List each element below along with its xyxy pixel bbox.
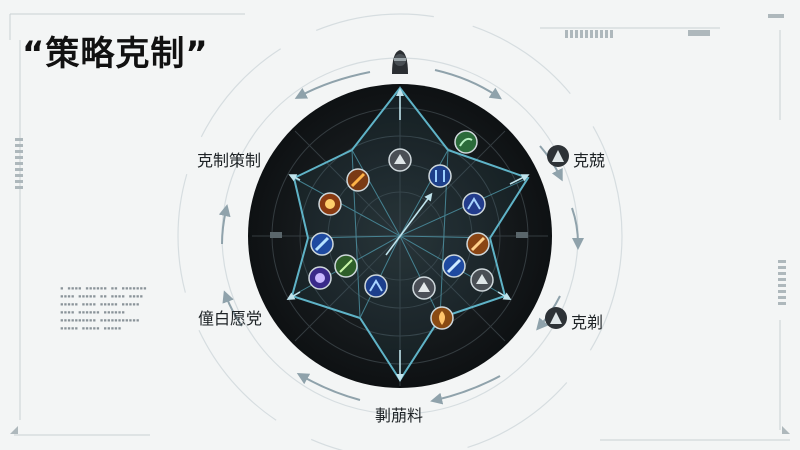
star-tip-arrows	[286, 88, 530, 382]
node-icon[interactable]	[364, 274, 388, 298]
label-right-top: 克兢	[573, 151, 606, 170]
node-icon[interactable]	[308, 266, 332, 290]
node-icon[interactable]	[334, 254, 358, 278]
label-left-bottom: 僮白愿党	[198, 309, 263, 328]
node-icon[interactable]	[428, 164, 452, 188]
node-icon[interactable]	[388, 148, 412, 172]
node-icon[interactable]	[442, 254, 466, 278]
node-icon[interactable]	[318, 192, 342, 216]
hooded-figure-icon	[392, 50, 408, 74]
label-left-top: 克制策制	[197, 151, 262, 170]
label-bottom: 剚萠料	[375, 406, 424, 425]
edge-markers	[270, 232, 528, 238]
node-icon[interactable]	[346, 168, 370, 192]
emblem-icon	[545, 307, 567, 329]
fine-print-block: ▪ ▪▪▪▪ ▪▪▪▪▪▪ ▪▪ ▪▪▪▪▪▪▪ ▪▪▪▪ ▪▪▪▪▪ ▪▪ ▪…	[60, 285, 147, 332]
node-icon[interactable]	[412, 276, 436, 300]
node-icon[interactable]	[466, 232, 490, 256]
node-icon[interactable]	[462, 192, 486, 216]
emblem-icon	[547, 145, 569, 167]
node-icon[interactable]	[454, 130, 478, 154]
node-icon[interactable]	[430, 306, 454, 330]
page-title: “策略克制”	[22, 34, 209, 74]
hero-node-icons	[308, 130, 494, 330]
node-icon[interactable]	[310, 232, 334, 256]
label-right-bottom: 克剃	[571, 313, 604, 332]
node-icon[interactable]	[470, 268, 494, 292]
